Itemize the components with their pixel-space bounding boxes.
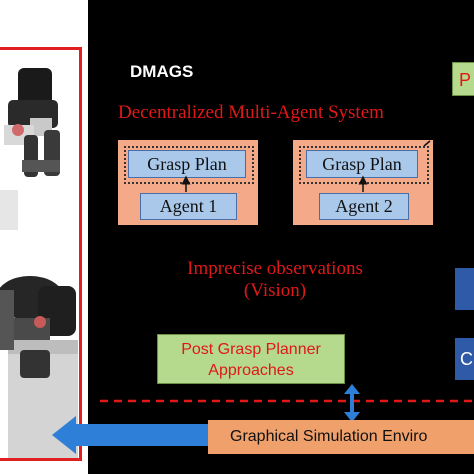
- diagram-title: DMAGS: [130, 62, 194, 81]
- observations-line-1: Imprecise observations: [187, 258, 363, 279]
- grasp-plan-box-1: Grasp Plan: [128, 150, 246, 178]
- agent-2-box: Agent 2: [319, 193, 409, 220]
- robot-highlight-frame: [0, 47, 82, 461]
- post-grasp-line-2: Approaches: [208, 362, 294, 379]
- grasp-plan-box-2: Grasp Plan: [306, 150, 418, 178]
- robot-illustration: [0, 68, 78, 460]
- system-subtitle: Decentralized Multi-Agent System: [118, 102, 384, 123]
- right-partial-box-c: C: [455, 338, 474, 380]
- robot-image-panel: [0, 0, 88, 474]
- post-grasp-line-1: Post Grasp Planner: [181, 341, 321, 358]
- left-arrow-icon: [52, 416, 210, 454]
- agent-1-box: Agent 1: [140, 193, 237, 220]
- observations-line-2: (Vision): [243, 280, 307, 301]
- right-partial-box-blue-1: [455, 268, 474, 310]
- agent-2-corner-arrow: [423, 140, 431, 147]
- post-grasp-planner-box: Post Grasp Planner Approaches: [157, 334, 345, 384]
- right-partial-box-p: P: [452, 62, 474, 96]
- graphical-simulation-box: Graphical Simulation Enviro: [208, 420, 474, 454]
- updown-arrow-icon: [344, 384, 360, 422]
- observations-label: Imprecise observations (Vision): [150, 258, 400, 302]
